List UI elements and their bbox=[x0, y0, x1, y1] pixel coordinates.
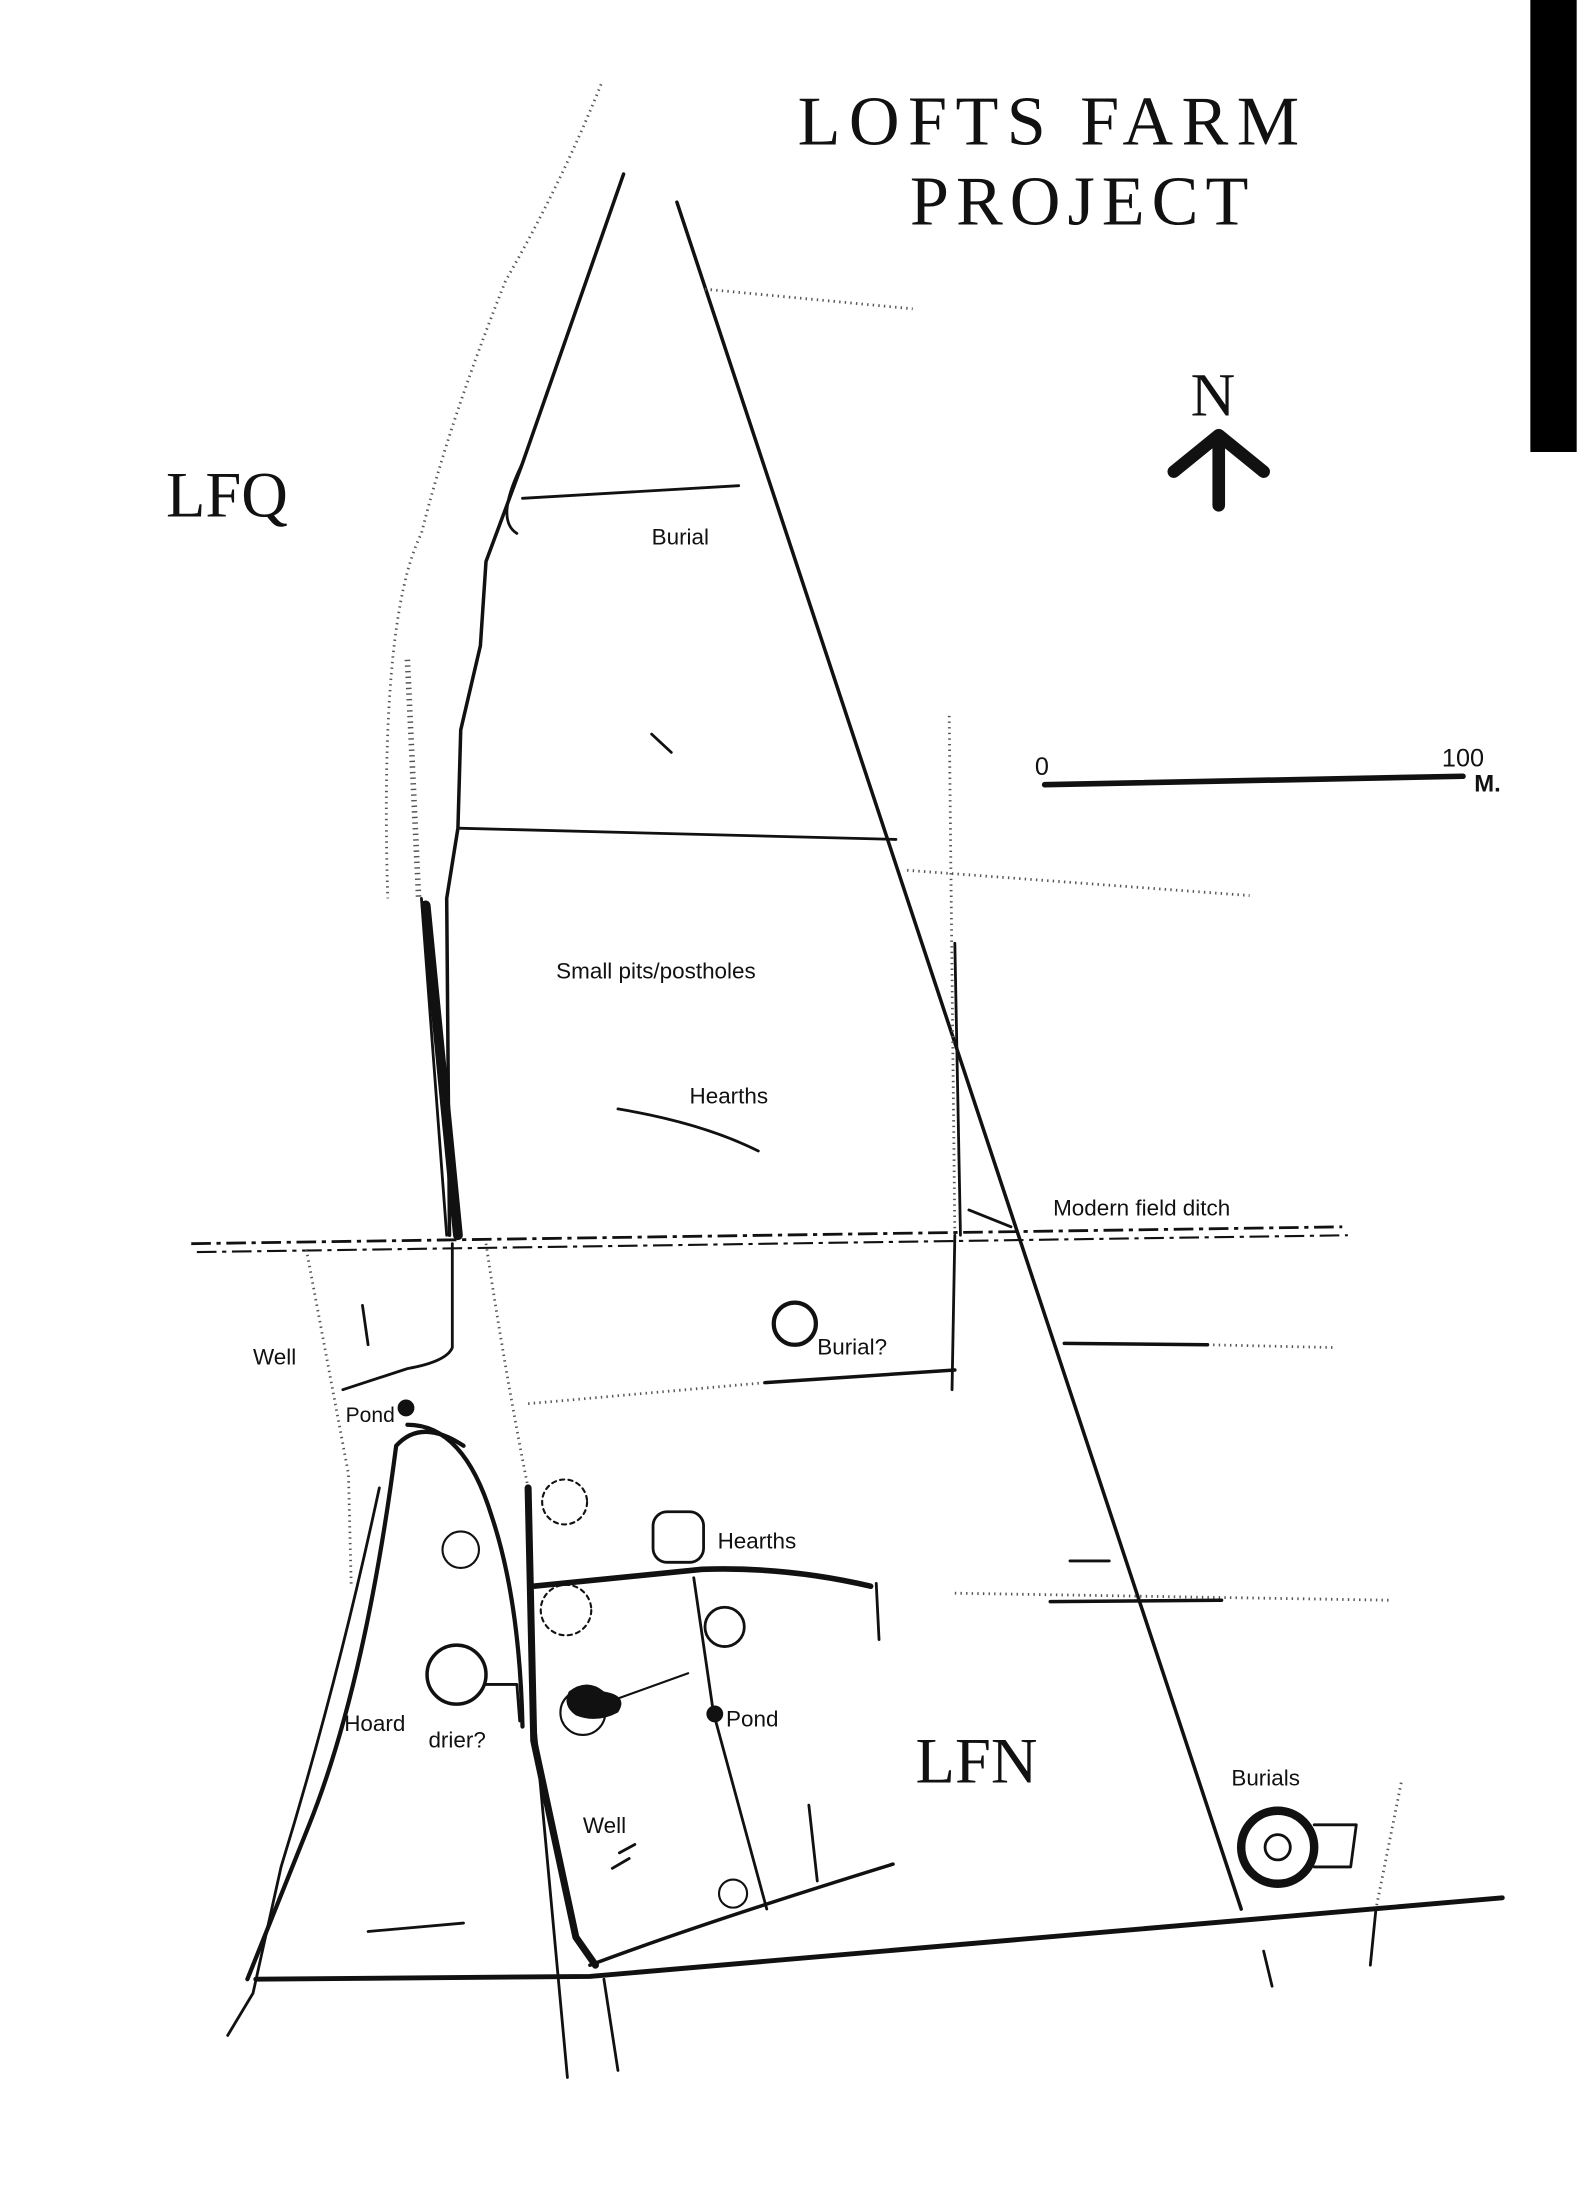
label-well-south: Well bbox=[583, 1813, 626, 1838]
label-pond-west: Pond bbox=[346, 1404, 395, 1427]
label-well-west: Well bbox=[253, 1344, 296, 1369]
scale-start: 0 bbox=[1035, 753, 1049, 781]
label-modern-ditch: Modern field ditch bbox=[1053, 1196, 1230, 1221]
label-hearths-north: Hearths bbox=[690, 1083, 769, 1108]
label-small-pits: Small pits/postholes bbox=[556, 958, 756, 983]
label-burial-query: Burial? bbox=[817, 1335, 887, 1360]
field-boundaries bbox=[191, 83, 1505, 2079]
site-label-lfq: LFQ bbox=[166, 459, 288, 531]
burial-query-circle bbox=[771, 1300, 818, 1347]
site-label-lfn: LFN bbox=[916, 1725, 1038, 1797]
label-hoard: Hoard bbox=[344, 1711, 405, 1736]
title-line-2: PROJECT bbox=[910, 163, 1255, 241]
label-drier: drier? bbox=[428, 1728, 485, 1753]
scale-bar: 0 100 M. bbox=[1035, 744, 1501, 797]
scale-unit: M. bbox=[1474, 771, 1501, 798]
label-hearths-south: Hearths bbox=[718, 1528, 797, 1553]
label-pond-east: Pond bbox=[726, 1707, 778, 1732]
label-burials: Burials bbox=[1231, 1766, 1300, 1791]
feature-labels: Burial Small pits/postholes Hearths Mode… bbox=[253, 525, 1300, 1839]
title-line-1: LOFTS FARM bbox=[798, 83, 1308, 161]
burials-ring bbox=[1236, 1806, 1319, 1888]
north-arrow: N bbox=[1167, 361, 1270, 512]
label-burial: Burial bbox=[652, 525, 709, 550]
scale-end: 100 bbox=[1442, 744, 1484, 772]
scan-edge bbox=[1530, 0, 1577, 452]
dark-pit bbox=[566, 1684, 622, 1719]
north-label: N bbox=[1191, 361, 1236, 429]
